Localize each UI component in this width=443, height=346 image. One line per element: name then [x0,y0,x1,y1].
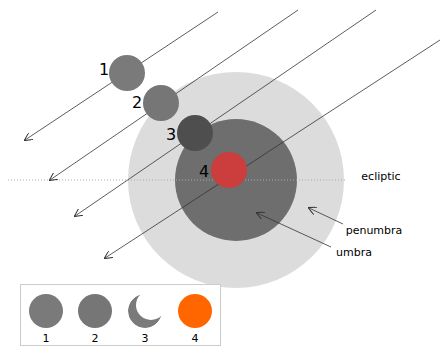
penumbra-label: penumbra [346,225,403,236]
legend-label: 2 [92,333,99,344]
label-number: 4 [199,164,209,180]
ecliptic-line [8,180,346,181]
label-number: 2 [132,95,142,111]
moon-4 [211,152,247,188]
umbra-label: umbra [336,247,372,258]
moon-3 [177,115,213,151]
legend-box [21,285,221,346]
label-number: 1 [99,62,109,78]
crescent-swatch [128,294,162,328]
legend-swatch [78,294,112,328]
moon-1 [109,55,145,91]
legend-label: 4 [192,333,199,344]
leader-lines [257,208,343,247]
sun-rays [25,10,440,258]
moon-2 [143,85,179,121]
legend-swatch [29,294,63,328]
legend-swatch [178,294,212,328]
legend-label: 1 [43,333,50,344]
legend-label: 3 [142,333,149,344]
ecliptic-label: ecliptic [361,171,400,182]
label-number: 3 [166,127,176,143]
